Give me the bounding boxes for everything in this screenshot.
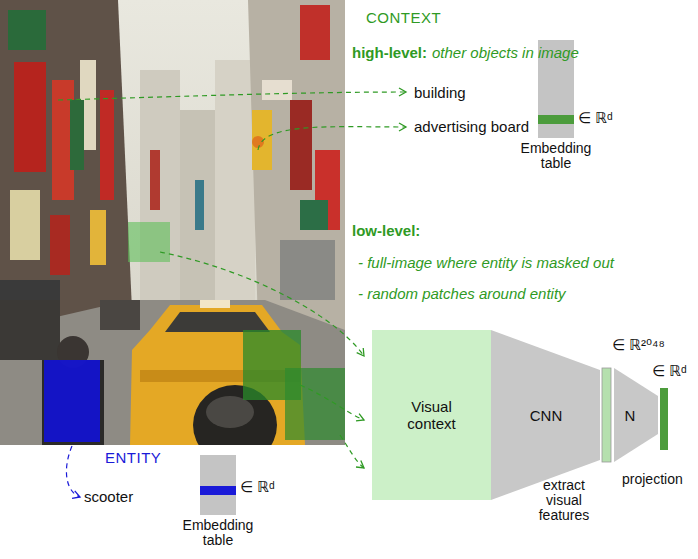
drawing-part [206, 396, 254, 428]
level-heading: high-level: [352, 44, 427, 62]
trapezoid [614, 368, 658, 462]
trapezoid [491, 330, 600, 500]
drawing-part [0, 0, 345, 445]
drawing-part [50, 215, 70, 275]
section-title: CONTEXT [366, 9, 441, 27]
table-row [200, 486, 236, 495]
drawing-part [8, 10, 46, 50]
drawing-part [290, 100, 312, 190]
table-row [538, 115, 574, 124]
drawing-part [70, 100, 84, 170]
node-label: CNN [530, 407, 563, 424]
drawing-part [128, 222, 170, 262]
drawing-part [300, 200, 328, 230]
drawing-part [200, 300, 230, 308]
object-label: scooter [84, 488, 133, 506]
drawing-part [340, 435, 364, 468]
drawing-part [150, 150, 160, 210]
drawing-part [180, 110, 215, 320]
table-caption: Embedding table [514, 141, 598, 171]
level-heading: low-level: [352, 222, 420, 240]
feature-vector [602, 368, 611, 462]
drawing-part [44, 360, 100, 442]
drawing-part [300, 385, 364, 420]
drawing-part [252, 110, 272, 170]
drawing-part [248, 0, 345, 345]
drawing-part [195, 180, 204, 230]
drawing-part [14, 62, 46, 172]
embedding-table: Embedding table [200, 455, 236, 515]
drawing-part [100, 90, 114, 200]
street-photo [0, 0, 345, 445]
cnn-block: CNN [491, 330, 601, 500]
object-label: building [414, 84, 466, 102]
entity-arrow [66, 446, 80, 497]
drawing-part [0, 0, 132, 350]
drawing-part [262, 80, 292, 100]
drawing-part [300, 5, 330, 60]
level-note: other objects in image [432, 44, 579, 62]
drawing-part [160, 252, 364, 356]
drawing-part [58, 92, 406, 100]
node-label: Visual context [392, 398, 472, 432]
visual-context-box: Visual context [372, 330, 491, 500]
node-label: N [625, 407, 636, 424]
table-caption: Embedding table [176, 518, 260, 548]
drawing-part [130, 305, 305, 445]
drawing-part [10, 190, 40, 260]
level-note: - full-image where entity is masked out [358, 254, 614, 272]
table-body [200, 455, 236, 515]
step-label: projection [622, 470, 683, 488]
drawing-part [0, 300, 60, 360]
drawing-part [280, 240, 335, 300]
drawing-part [165, 312, 270, 332]
step-label: extract visual features [532, 478, 596, 523]
projected-vector [660, 388, 668, 450]
dimension-label: ∈ ℝᵈ [578, 109, 613, 127]
drawing-part [90, 210, 106, 265]
object-label: advertising board [414, 118, 529, 136]
node-shape [200, 455, 236, 515]
section-title: ENTITY [105, 449, 161, 467]
level-note: - random patches around entity [358, 285, 566, 303]
dimension-label: ∈ ℝ²⁰⁴⁸ [612, 336, 665, 354]
node-shape [614, 368, 658, 462]
drawing-part [100, 300, 140, 330]
box-fill [372, 330, 491, 500]
drawing-part [215, 60, 255, 320]
leader-arrows [58, 92, 406, 468]
drawing-part [42, 360, 104, 445]
drawing-part [258, 127, 406, 150]
dimension-label: ∈ ℝᵈ [652, 362, 687, 380]
drawing-part [140, 70, 180, 320]
dimension-label: ∈ ℝᵈ [240, 478, 275, 496]
drawing-part [0, 300, 345, 445]
projection-block: N [614, 368, 658, 462]
